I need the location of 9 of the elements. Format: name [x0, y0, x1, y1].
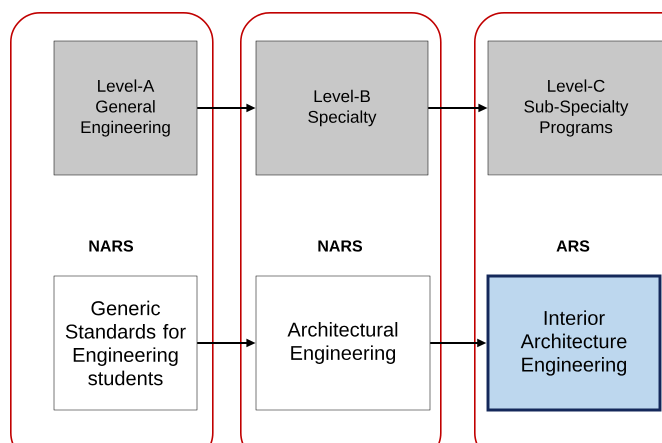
process-box: Generic Standards for Engineering students — [54, 276, 198, 410]
column-heading: ARS — [556, 240, 590, 252]
process-box: Level-B Specialty — [256, 40, 428, 176]
process-box: Level-A General Engineering — [54, 40, 198, 176]
process-box: Architectural Engineering — [256, 276, 430, 410]
process-box: Interior Architecture Engineering — [486, 274, 662, 412]
column-heading: NARS — [318, 240, 362, 252]
column-heading: NARS — [89, 240, 134, 252]
process-box: Level-C Sub-Specialty Programs — [488, 40, 662, 176]
